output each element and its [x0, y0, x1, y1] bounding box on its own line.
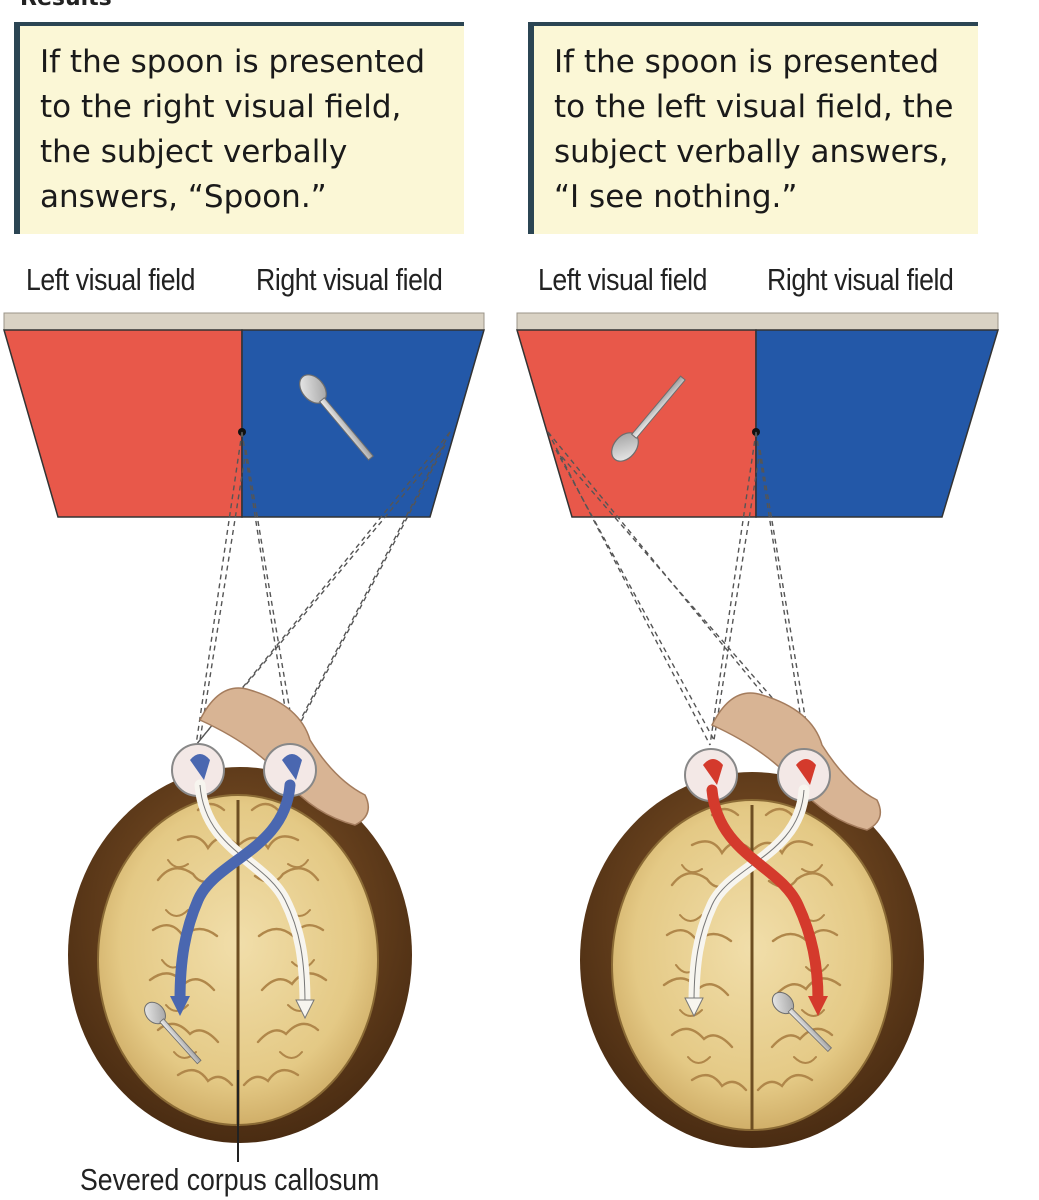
- caption-side-rule: [14, 22, 20, 234]
- caption-side-rule: [528, 22, 534, 234]
- caption-line: “I see nothing.”: [554, 179, 798, 215]
- brain-1: [68, 687, 412, 1143]
- caption-box-right: If the spoon is presented to the left vi…: [528, 22, 978, 234]
- arrow-down-icon: [295, 999, 315, 1020]
- caption-top-rule: [14, 22, 464, 26]
- arrow-down-icon: [808, 996, 828, 1016]
- caption-line: the subject verbally: [40, 134, 348, 170]
- panel-2: [515, 312, 1000, 1148]
- screen-1: [3, 312, 485, 518]
- caption-line: to the left visual field, the: [554, 89, 954, 125]
- severed-corpus-callosum-label: Severed corpus callosum: [80, 1162, 380, 1197]
- caption-line: subject verbally answers,: [554, 134, 949, 170]
- right-visual-field-label-2: Right visual field: [767, 262, 954, 297]
- caption-line: If the spoon is presented: [40, 44, 426, 80]
- section-heading: Results: [20, 0, 112, 11]
- right-visual-field-label-1: Right visual field: [256, 262, 443, 297]
- caption-top-rule: [528, 22, 978, 26]
- brain-2: [580, 692, 924, 1148]
- caption-text-right: If the spoon is presented to the left vi…: [554, 40, 953, 220]
- caption-text-left: If the spoon is presented to the right v…: [40, 40, 425, 220]
- caption-line: answers, “Spoon.”: [40, 179, 327, 215]
- arrow-down-icon: [684, 997, 704, 1018]
- left-visual-field-label-1: Left visual field: [26, 262, 196, 297]
- caption-line: to the right visual field,: [40, 89, 402, 125]
- screen-2: [515, 312, 1000, 518]
- caption-box-left: If the spoon is presented to the right v…: [14, 22, 464, 234]
- panel-1: [3, 312, 485, 1162]
- sightlines-2: [547, 431, 810, 746]
- caption-line: If the spoon is presented: [554, 44, 940, 80]
- arrow-down-icon: [170, 996, 190, 1016]
- left-visual-field-label-2: Left visual field: [538, 262, 708, 297]
